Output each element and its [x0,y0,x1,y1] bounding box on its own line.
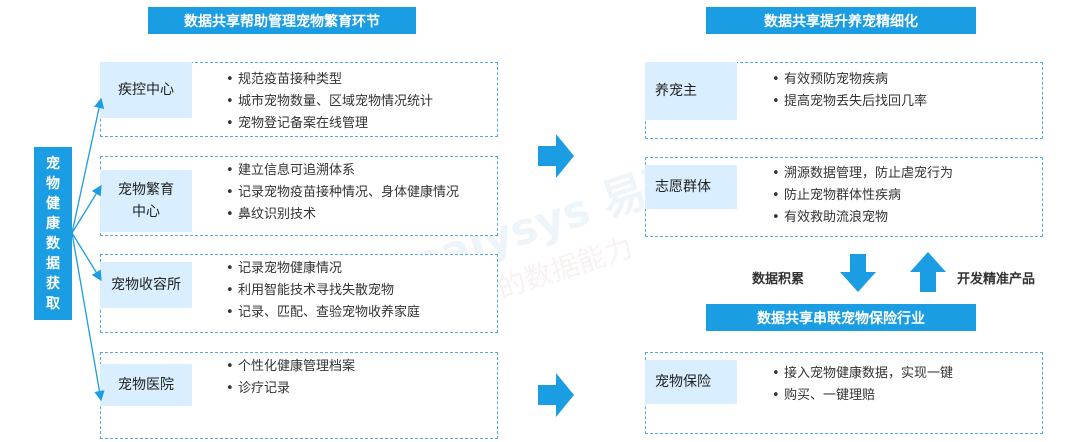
shelter-items: •记录宠物健康情况 •利用智能技术寻找失散宠物 •记录、匹配、查验宠物收养家庭 [226,258,420,324]
cdc-label: 疾控中心 [100,62,192,118]
right-arrow-icon [538,373,574,417]
right-arrow-icon [538,134,574,178]
connector-line-shelter [71,232,102,282]
up-arrow-icon [910,252,946,292]
list-item: •鼻纹识别技术 [226,204,459,226]
volunteer-label: 志愿群体 [645,165,737,209]
bullet: • [226,163,234,178]
pet-hospital-items: •个性化健康管理档案 •诊疗记录 [226,356,355,400]
source-char: 宠 [46,155,60,172]
bullet: • [772,72,780,87]
data-source-bar: 宠 物 健 康 数 据 获 取 [34,147,72,320]
bullet: • [226,185,234,200]
bullet: • [226,261,234,276]
list-item: •接入宠物健康数据，实现一键 [772,363,953,385]
bullet: • [226,207,234,222]
breeding-center-label: 宠物繁育 中心 [100,170,192,232]
bullet: • [772,166,780,181]
pet-owner-label: 养宠主 [645,62,737,120]
bullet: • [772,210,780,225]
shelter-label: 宠物收容所 [100,262,192,308]
bullet: • [772,388,780,403]
bullet: • [226,72,234,87]
pet-hospital-label: 宠物医院 [100,364,192,406]
bullet: • [226,94,234,109]
list-item: •记录、匹配、查验宠物收养家庭 [226,302,420,324]
left-header: 数据共享帮助管理宠物繁育环节 [148,7,416,34]
connector-line-cdc [71,97,105,234]
source-char: 据 [46,255,60,272]
source-char: 物 [46,175,60,192]
bullet: • [772,94,780,109]
breeding-center-items: •建立信息可追溯体系 •记录宠物疫苗接种情况、身体健康情况 •鼻纹识别技术 [226,160,459,226]
source-char: 取 [46,295,60,312]
down-arrow-icon [840,254,876,292]
list-item: •有效预防宠物疾病 [772,69,927,91]
list-item: •诊疗记录 [226,378,355,400]
list-item: •建立信息可追溯体系 [226,160,459,182]
list-item: •有效救助流浪宠物 [772,207,953,229]
pet-owner-items: •有效预防宠物疾病 •提高宠物丢失后找回几率 [772,69,927,113]
breeding-center-label-line1: 宠物繁育 [118,182,174,198]
volunteer-items: •溯源数据管理，防止虐宠行为 •防止宠物群体性疾病 •有效救助流浪宠物 [772,163,953,229]
list-item: •记录宠物健康情况 [226,258,420,280]
list-item: •城市宠物数量、区域宠物情况统计 [226,91,433,113]
cdc-items: •规范疫苗接种类型 •城市宠物数量、区域宠物情况统计 •宠物登记备案在线管理 [226,69,433,135]
precise-product-label: 开发精准产品 [957,272,1036,287]
list-item: •规范疫苗接种类型 [226,69,433,91]
bullet: • [226,359,234,374]
breeding-center-label-line2: 中心 [132,204,160,220]
source-char: 数 [46,235,60,252]
list-item: •个性化健康管理档案 [226,356,355,378]
source-char: 健 [46,195,60,212]
bullet: • [226,116,234,131]
bullet: • [226,305,234,320]
source-char: 康 [46,215,60,232]
list-item: •提高宠物丢失后找回几率 [772,91,927,113]
data-accumulation-label: 数据积累 [752,272,805,287]
right-header-top: 数据共享提升养宠精细化 [706,7,976,34]
pet-insurance-label: 宠物保险 [645,360,737,404]
list-item: •记录宠物疫苗接种情况、身体健康情况 [226,182,459,204]
bullet: • [226,283,234,298]
list-item: •防止宠物群体性疾病 [772,185,953,207]
pet-insurance-items: •接入宠物健康数据，实现一键 •购买、一键理赔 [772,363,953,407]
source-char: 获 [46,275,60,292]
bullet: • [772,366,780,381]
right-header-mid: 数据共享串联宠物保险行业 [706,304,976,331]
connector-line-breeding [71,184,102,234]
bullet: • [226,381,234,396]
list-item: •购买、一键理赔 [772,385,953,407]
connector-line-hospital [71,232,105,402]
list-item: •利用智能技术寻找失散宠物 [226,280,420,302]
list-item: •溯源数据管理，防止虐宠行为 [772,163,953,185]
bullet: • [772,188,780,203]
list-item: •宠物登记备案在线管理 [226,113,433,135]
